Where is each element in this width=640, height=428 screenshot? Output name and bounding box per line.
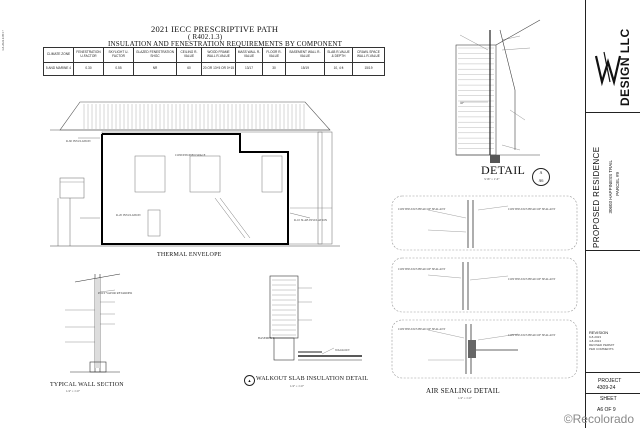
walkout-note: WALKOUT	[335, 348, 350, 352]
revision-item: PER COMMENTS	[589, 347, 614, 351]
conditioned-space-label: CONDITIONED SPACE	[175, 153, 206, 157]
table-cell: 0.55	[103, 62, 134, 76]
project-name: PROPOSED RESIDENCE	[592, 146, 601, 248]
company-name: DESIGN LLC	[618, 28, 632, 106]
table-header-cell: MASS WALL R-VALUE	[235, 47, 263, 63]
wall-note: R-20 INSULATION	[116, 213, 141, 217]
table-header-cell: FENESTRATION U-FACTOR	[73, 47, 104, 63]
table-cell: 15/19	[352, 62, 385, 76]
table-header-cell: GLAZED FENESTRATION SHGC	[133, 47, 177, 63]
table-header-cell: SLAB R-VALUE & DEPTH	[324, 47, 353, 63]
air-sealing-caption: AIR SEALING DETAIL	[426, 387, 500, 395]
detail-caption: DETAIL	[481, 163, 526, 177]
air-sealing-scale: 1/4" = 1'-0"	[458, 396, 473, 400]
revision-item: 4-8-2024	[589, 339, 602, 343]
sealant-note: CONTINUOUS BEAD OF SEALANT	[398, 327, 446, 331]
detail-marker-bottom: A6	[538, 178, 544, 183]
sealant-note: CONTINUOUS BEAD OF SEALANT	[508, 207, 556, 211]
air-sealing-drawing	[391, 195, 578, 379]
sheet-label: SHEET	[600, 396, 617, 402]
thermal-envelope-drawing	[50, 101, 340, 247]
address-line1: 30603 HAPPINESS TRAIL	[608, 160, 613, 214]
typical-wall-caption: TYPICAL WALL SECTION	[50, 382, 124, 388]
table-header-cell: WOOD FRAME WALL R-VALUE	[201, 47, 236, 63]
table-cell: 0.30	[73, 62, 104, 76]
project-number: 4309-24	[597, 385, 616, 391]
revision-item: REVISED PERMIT	[589, 343, 615, 347]
margin-stamp: 3-8-2024 4:09:17	[1, 30, 5, 51]
revision-item: 9-8-2023	[589, 335, 602, 339]
revision-label: REVISION	[589, 330, 609, 335]
basement-note: BASEMENT	[258, 336, 275, 340]
code-reference: ( R402.1.3)	[188, 33, 223, 41]
address-line2: PARCEL #9	[615, 172, 620, 196]
detail-drawing	[455, 19, 541, 163]
slab-note: R-10 SLAB INSULATION	[294, 218, 327, 222]
walkout-slab-caption: WALKOUT SLAB INSULATION DETAIL	[256, 376, 369, 382]
sealant-note: CONTINUOUS BEAD OF SEALANT	[398, 267, 446, 271]
table-header-cell: CRAWL SPACE WALL R-VALUE	[352, 47, 385, 63]
walkout-detail-marker: ▲	[244, 375, 255, 386]
requirements-table: CLIMATE ZONE FENESTRATION U-FACTOR SKYLI…	[43, 47, 385, 76]
sealant-note: CONTINUOUS BEAD OF SEALANT	[508, 333, 556, 337]
table-header-cell: CEILING R-VALUE	[176, 47, 202, 63]
sheet-number: A6 OF 9	[597, 407, 616, 413]
watermark: ©Recolorado	[563, 412, 634, 426]
detail-marker: A A6	[532, 168, 550, 186]
table-subtitle: INSULATION AND FENESTRATION REQUIREMENTS…	[108, 40, 343, 48]
logo-area: DESIGN LLC	[590, 4, 638, 108]
table-row: 5 AND MARINE 4 0.30 0.55 NR 60 20 OR 13+…	[43, 62, 385, 76]
typical-wall-scale: 1/4" = 1'-0"	[66, 389, 81, 393]
ceiling-note: R-60 INSULATION	[66, 139, 91, 143]
project-label: PROJECT	[598, 378, 622, 384]
table-cell: 30	[262, 62, 286, 76]
typical-wall-section-drawing	[65, 273, 121, 373]
table-cell: 15/19	[285, 62, 325, 76]
walkout-slab-drawing	[269, 275, 362, 361]
detail-marker-top: A	[539, 170, 543, 175]
table-header-cell: SKYLIGHT U-FACTOR	[103, 47, 134, 63]
logo-mark	[594, 51, 622, 87]
sheet-title: 2021 IECC PRESCRIPTIVE PATH	[151, 24, 279, 34]
table-header-cell: CLIMATE ZONE	[43, 47, 74, 63]
title-block: DESIGN LLC PROPOSED RESIDENCE 30603 HAPP…	[585, 0, 640, 428]
dimension-42: 42"	[460, 101, 465, 105]
table-cell: 20 OR 13+5 OR 0+15	[201, 62, 236, 76]
table-cell: 10, 4 ft	[324, 62, 353, 76]
detail-scale: 3/16" = 1'-0"	[484, 177, 500, 181]
table-header-cell: FLOOR R-VALUE	[262, 47, 286, 63]
table-header-row: CLIMATE ZONE FENESTRATION U-FACTOR SKYLI…	[43, 47, 385, 63]
vapor-note: POLY VAPOR RETARDER	[98, 291, 133, 295]
table-cell: 5 AND MARINE 4	[43, 62, 74, 76]
table-cell: 60	[176, 62, 202, 76]
table-header-cell: BASEMENT WALL R-VALUE	[285, 47, 325, 63]
table-cell: NR	[133, 62, 177, 76]
table-cell: 13/17	[235, 62, 263, 76]
walkout-slab-scale: 1/4" = 1'-0"	[290, 384, 305, 388]
sealant-note: CONTINUOUS BEAD OF SEALANT	[508, 277, 556, 281]
thermal-envelope-caption: THERMAL ENVELOPE	[157, 252, 222, 258]
sealant-note: CONTINUOUS BEAD OF SEALANT	[398, 207, 446, 211]
